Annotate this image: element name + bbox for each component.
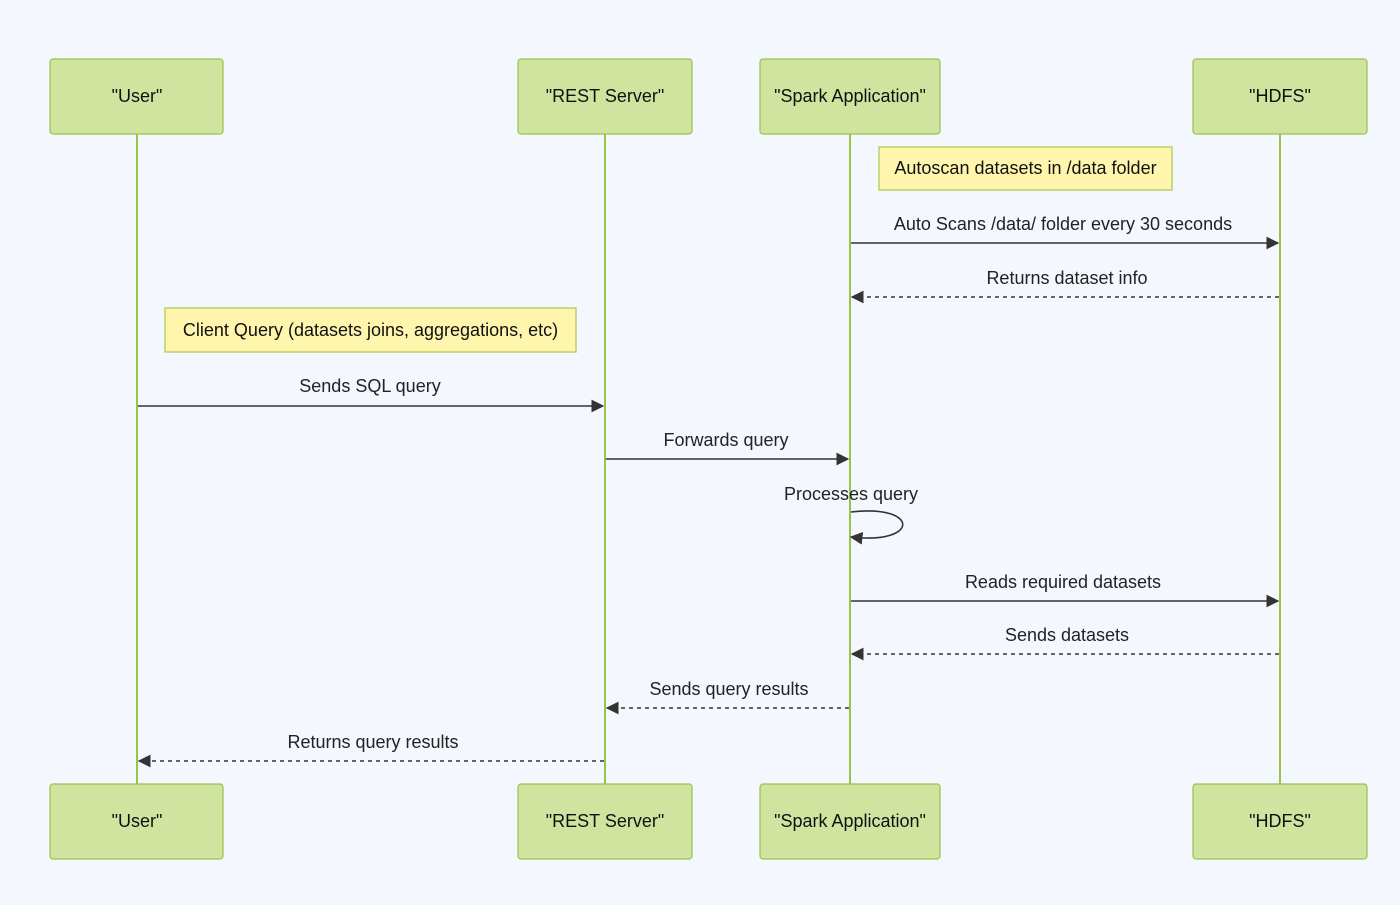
actor-user-bottom: "User": [49, 783, 224, 860]
message-label: Auto Scans /data/ folder every 30 second…: [894, 214, 1232, 234]
message-label: Returns dataset info: [986, 268, 1147, 288]
actor-label: "HDFS": [1249, 86, 1311, 106]
notes: Autoscan datasets in /data folder Client…: [164, 146, 1173, 353]
actor-label: "Spark Application": [774, 811, 926, 831]
actor-label: "User": [112, 811, 163, 831]
note-client-query: Client Query (datasets joins, aggregatio…: [164, 307, 577, 353]
message-label: Forwards query: [663, 430, 788, 450]
actor-label: "Spark Application": [774, 86, 926, 106]
messages: Auto Scans /data/ folder every 30 second…: [137, 214, 1280, 768]
actor-label: "HDFS": [1249, 811, 1311, 831]
message-label: Sends SQL query: [299, 376, 440, 396]
message-sends-sql-query: Sends SQL query: [138, 376, 605, 413]
note-autoscan: Autoscan datasets in /data folder: [878, 146, 1173, 191]
actor-label: "User": [112, 86, 163, 106]
self-loop-arrow: [849, 510, 904, 545]
message-label: Processes query: [784, 484, 918, 504]
message-processes-query: Processes query: [784, 484, 918, 545]
message-label: Sends datasets: [1005, 625, 1129, 645]
note-text: Autoscan datasets in /data folder: [894, 158, 1156, 178]
message-forwards-query: Forwards query: [606, 430, 850, 466]
lifelines: [136, 134, 1281, 784]
actor-hdfs-bottom: "HDFS": [1192, 783, 1368, 860]
actor-spark-application-bottom: "Spark Application": [759, 783, 941, 860]
actors-bottom: "User" "REST Server" "Spark Application"…: [49, 783, 1368, 860]
actor-user-top: "User": [49, 58, 224, 135]
message-reads-required-datasets: Reads required datasets: [851, 572, 1280, 608]
message-returns-dataset-info: Returns dataset info: [850, 268, 1279, 304]
message-sends-datasets: Sends datasets: [850, 625, 1279, 661]
actor-label: "REST Server": [546, 811, 664, 831]
actor-spark-application-top: "Spark Application": [759, 58, 941, 135]
actor-rest-server-bottom: "REST Server": [517, 783, 693, 860]
actor-label: "REST Server": [546, 86, 664, 106]
note-text: Client Query (datasets joins, aggregatio…: [183, 320, 558, 340]
message-label: Sends query results: [649, 679, 808, 699]
message-label: Reads required datasets: [965, 572, 1161, 592]
message-sends-query-results: Sends query results: [605, 679, 849, 715]
actor-hdfs-top: "HDFS": [1192, 58, 1368, 135]
actors-top: "User" "REST Server" "Spark Application"…: [49, 58, 1368, 135]
message-label: Returns query results: [287, 732, 458, 752]
actor-rest-server-top: "REST Server": [517, 58, 693, 135]
message-returns-query-results: Returns query results: [137, 732, 604, 768]
message-auto-scans: Auto Scans /data/ folder every 30 second…: [851, 214, 1280, 250]
